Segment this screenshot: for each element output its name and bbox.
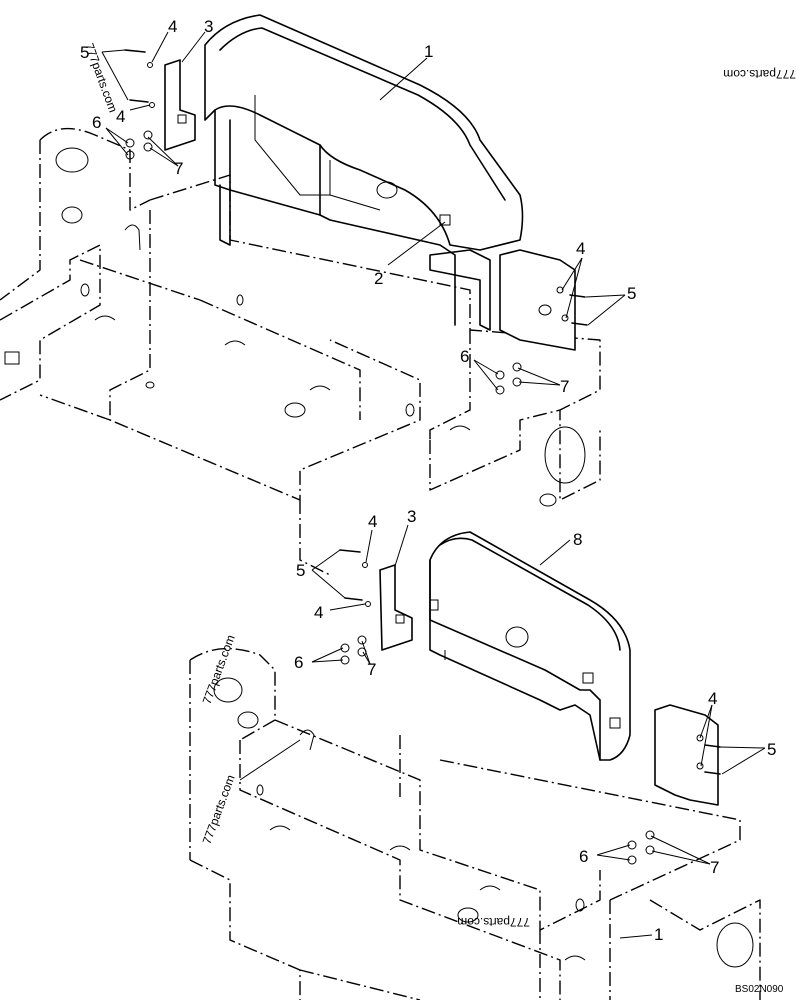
callout-bottom-6: 6 [294, 653, 303, 672]
watermark-4: 777parts.com [200, 773, 238, 846]
callout-bottom-4b: 4 [314, 603, 323, 622]
top-right-bracket [499, 249, 576, 351]
callout-bottom-8: 8 [573, 530, 582, 549]
callout-top-6b: 6 [460, 347, 469, 366]
callout-bottom-3: 3 [407, 507, 416, 526]
callout-top-3: 3 [204, 17, 213, 36]
bottom-chassis-frame [189, 647, 761, 1000]
top-fender-part-1 [204, 14, 524, 331]
watermark-3: 777parts.com [200, 633, 238, 706]
callout-bottom-4c: 4 [708, 689, 717, 708]
callout-top-5: 5 [80, 43, 89, 62]
bottom-left-hardware [339, 549, 371, 665]
callout-bottom-5b: 5 [767, 740, 776, 759]
callout-bottom-6b: 6 [579, 847, 588, 866]
top-assembly: 1 2 3 4 4 5 6 7 4 5 6 [0, 14, 636, 576]
callout-bottom-5: 5 [296, 561, 305, 580]
top-chassis-frame [0, 127, 601, 576]
watermark-1: 777parts.com [82, 41, 120, 114]
bottom-fender-part-8 [429, 531, 631, 761]
bottom-right-bracket [654, 704, 719, 806]
callout-top-6: 6 [92, 113, 101, 132]
callout-top-4b: 4 [116, 107, 125, 126]
callout-bottom-1: 1 [654, 925, 663, 944]
watermark-5: 777parts.com [457, 915, 530, 929]
callout-bottom-4a: 4 [368, 512, 377, 531]
callout-bottom-7b: 7 [710, 858, 719, 877]
drawing-code: BS02N090 [735, 984, 784, 995]
callout-top-5b: 5 [627, 284, 636, 303]
bottom-bracket-part-3 [379, 564, 413, 651]
callout-bottom-7: 7 [367, 660, 376, 679]
bottom-assembly: 3 4 5 4 6 7 8 4 5 6 7 [189, 507, 776, 1000]
callout-top-2: 2 [374, 269, 383, 288]
callout-top-7: 7 [174, 159, 183, 178]
callout-top-4a: 4 [168, 17, 177, 36]
watermark-2: 777parts.com [723, 67, 796, 81]
top-bracket-part-3 [164, 59, 196, 151]
callout-top-1: 1 [424, 42, 433, 61]
callout-top-7b: 7 [560, 377, 569, 396]
bottom-right-hardware [627, 734, 721, 865]
top-callouts: 1 2 3 4 4 5 6 7 4 5 6 [80, 17, 636, 396]
callout-top-4c: 4 [576, 239, 585, 258]
top-right-hardware [495, 286, 588, 395]
bottom-callouts: 3 4 5 4 6 7 8 4 5 6 7 [294, 507, 776, 944]
top-left-hardware [124, 49, 155, 160]
